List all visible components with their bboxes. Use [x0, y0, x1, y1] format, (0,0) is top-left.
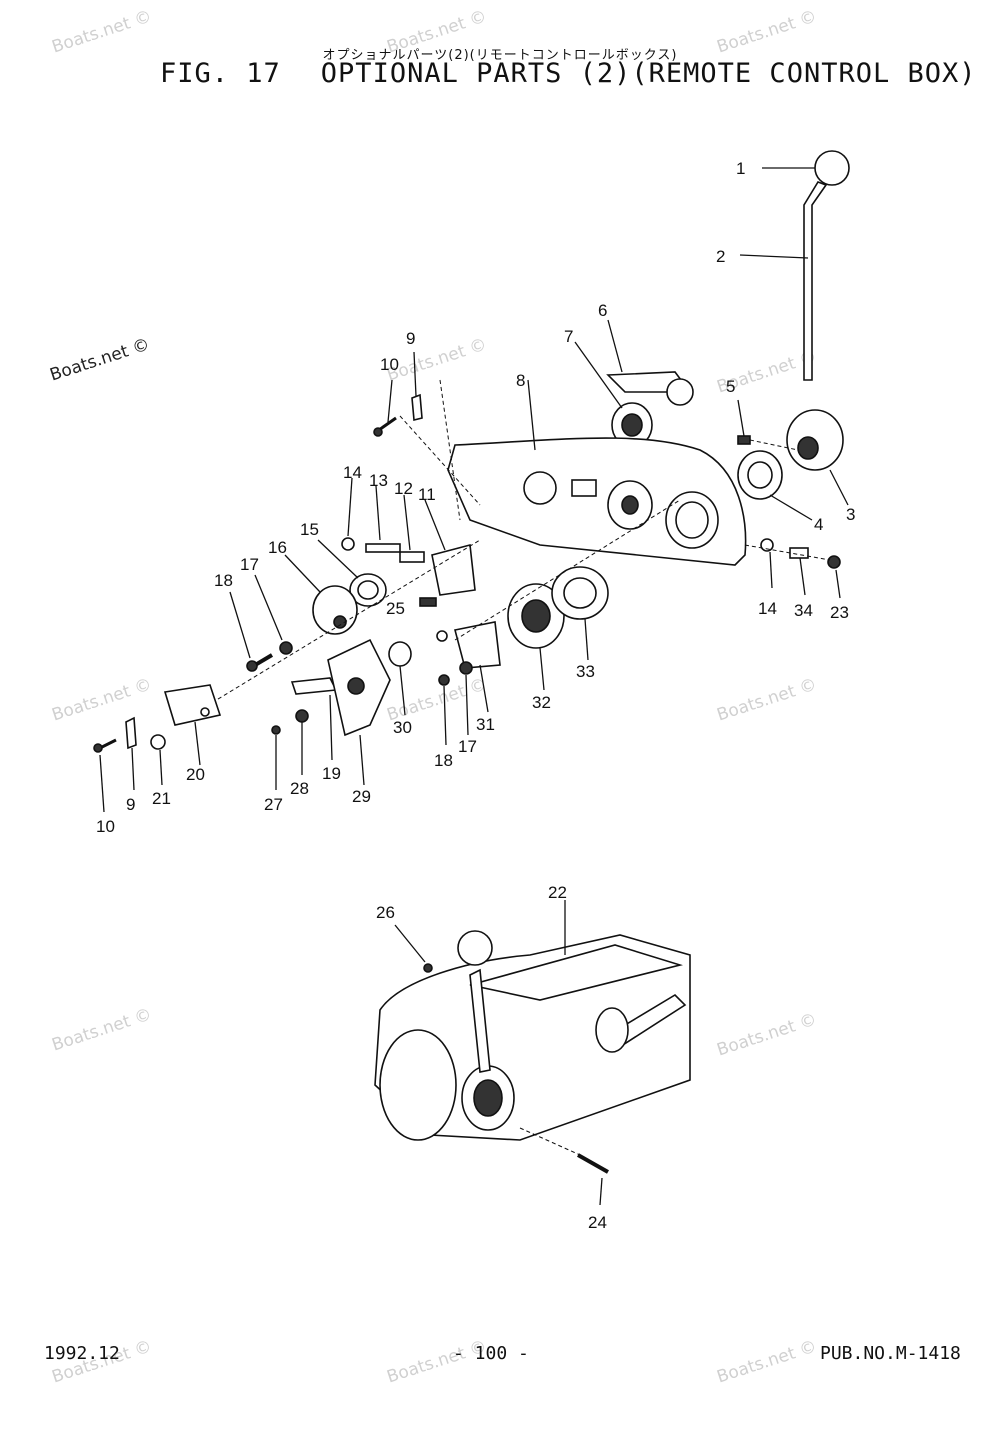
callout-26: 26	[376, 903, 395, 922]
part-26-screw	[423, 963, 433, 973]
callout-9: 9	[406, 329, 415, 348]
callout-19: 19	[322, 764, 341, 783]
callout-5: 5	[726, 377, 735, 396]
part-11-bracket	[431, 543, 476, 596]
callout-7: 7	[564, 327, 573, 346]
part-27-screw	[271, 725, 281, 735]
part-10-screw	[93, 743, 103, 753]
part-12-spring	[399, 551, 425, 563]
subtitle-japanese: オプショナルパーツ(2)(リモートコントロールボックス)	[322, 48, 678, 63]
figure-number: FIG. 17	[160, 58, 281, 89]
part-23-nut	[827, 555, 841, 569]
part-2-lever-rod	[803, 181, 828, 381]
part-34-spring	[789, 547, 809, 559]
figure-title: FIG. 17 OPTIONAL PARTS (2)(REMOTE CONTROL…	[160, 58, 977, 89]
callout-6: 6	[598, 301, 607, 320]
callout-10: 10	[96, 817, 115, 836]
callout-17: 17	[458, 737, 477, 756]
callout-23: 23	[830, 603, 849, 622]
part-17-nut	[279, 641, 293, 655]
callout-12: 12	[394, 479, 413, 498]
callout-11: 11	[418, 485, 436, 504]
callout-25: 25	[386, 599, 405, 618]
callout-29: 29	[352, 787, 371, 806]
part-30-bushing	[388, 641, 412, 667]
part-19-link-arm	[290, 677, 338, 695]
part-9-clip	[125, 716, 137, 750]
callout-8: 8	[516, 371, 525, 390]
callout-27: 27	[264, 795, 283, 814]
callout-22: 22	[548, 883, 567, 902]
part-28-nut	[295, 709, 309, 723]
part-14-ball	[760, 538, 774, 552]
callout-4: 4	[814, 515, 823, 534]
part-21-clip	[150, 734, 166, 750]
callout-14: 14	[343, 463, 362, 482]
callout-14: 14	[758, 599, 777, 618]
callout-28: 28	[290, 779, 309, 798]
callout-20: 20	[186, 765, 205, 784]
footer-date: 1992.12	[44, 1343, 120, 1364]
callout-32: 32	[532, 693, 551, 712]
part-20-plate	[163, 684, 222, 726]
part-16-cam-plate	[312, 585, 358, 635]
callout-30: 30	[393, 718, 412, 737]
figure-caption: OPTIONAL PARTS (2)(REMOTE CONTROL BOX)	[320, 58, 977, 89]
part-31-bracket	[454, 621, 501, 669]
callout-24: 24	[588, 1213, 607, 1232]
callout-31: 31	[476, 715, 495, 734]
part-24-screw	[577, 1153, 609, 1174]
callout-10: 10	[380, 355, 399, 374]
callout-3: 3	[846, 505, 855, 524]
callout-34: 34	[794, 601, 813, 620]
callout-33: 33	[576, 662, 595, 681]
callout-16: 16	[268, 538, 287, 557]
callout-1: 1	[736, 159, 745, 178]
footer-publication-number: PUB.NO.M-1418	[820, 1343, 961, 1364]
callout-18: 18	[214, 571, 233, 590]
part-25-screw	[419, 597, 437, 607]
part-13-pin	[365, 543, 401, 553]
part-10-screw	[373, 427, 383, 437]
part-1-knob	[814, 150, 850, 186]
footer-page-number: - 100 -	[453, 1343, 529, 1364]
part-9-clip	[411, 393, 423, 422]
part-14-ball	[341, 537, 355, 551]
part-17-nut	[459, 661, 473, 675]
callout-9: 9	[126, 795, 135, 814]
callout-17: 17	[240, 555, 259, 574]
callout-13: 13	[369, 471, 388, 490]
part-5-pin	[737, 435, 751, 445]
callout-21: 21	[152, 789, 171, 808]
callout-2: 2	[716, 247, 725, 266]
part-18-bolt	[246, 660, 258, 672]
part-18-bolt	[438, 674, 450, 686]
callout-18: 18	[434, 751, 453, 770]
callout-15: 15	[300, 520, 319, 539]
